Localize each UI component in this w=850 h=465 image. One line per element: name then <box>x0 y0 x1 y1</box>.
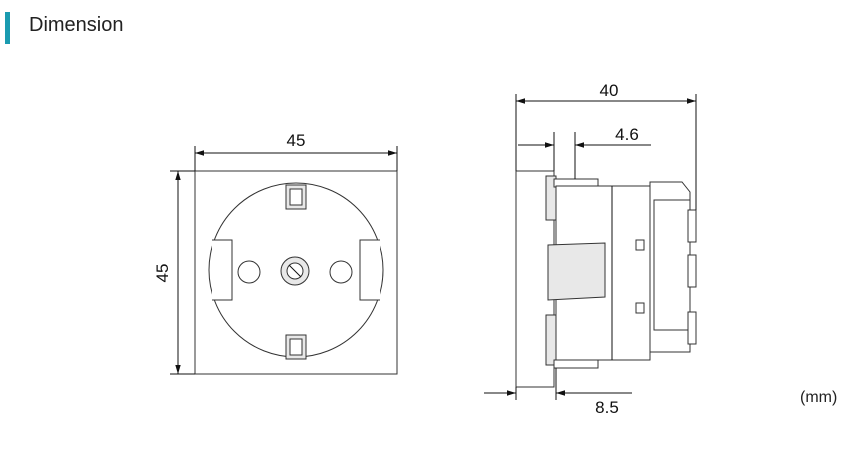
side-depth-label: 40 <box>600 81 619 100</box>
notch-right <box>359 239 380 301</box>
front-height-label: 45 <box>153 264 172 283</box>
side-centre-boss <box>547 242 606 301</box>
title-accent-bar <box>5 12 10 44</box>
front-view: 45 45 <box>153 131 398 375</box>
notch-left <box>212 239 233 301</box>
pin-hole-right <box>329 260 353 284</box>
side-flange-label: 8.5 <box>595 398 619 417</box>
side-plate-label: 4.6 <box>615 125 639 144</box>
front-width-label: 45 <box>287 131 306 150</box>
side-view: 40 4.6 8.5 <box>484 81 697 417</box>
pin-hole-left <box>237 260 261 284</box>
section-title: Dimension <box>29 14 124 36</box>
units-label: (mm) <box>800 389 838 406</box>
